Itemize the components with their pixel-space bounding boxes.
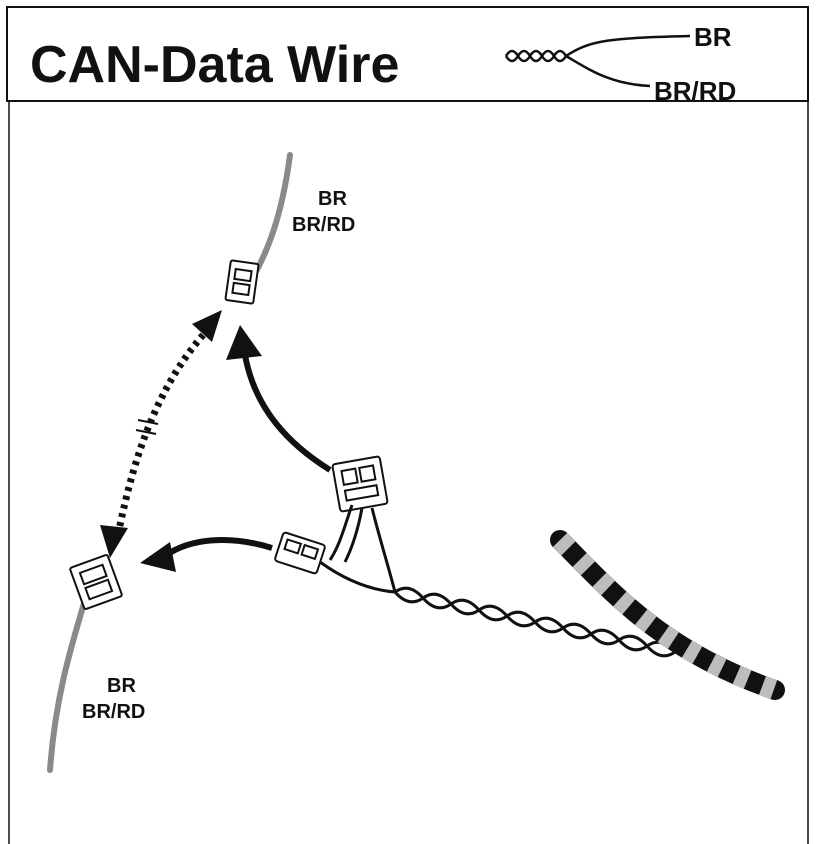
lower-connector <box>69 554 123 610</box>
upper-connector <box>224 259 260 305</box>
lower-harness-label-brrd: BR/RD <box>82 701 145 723</box>
upper-harness-label-br: BR <box>318 188 347 210</box>
arrow-to-upper-connector <box>242 354 332 473</box>
new-connector-upper <box>331 455 389 513</box>
twisted-pair-icon <box>504 34 691 88</box>
wrapped-harness-spiral <box>552 532 779 700</box>
lower-harness-wire <box>47 597 88 773</box>
header-wire-label-br: BR <box>694 22 732 52</box>
header-box <box>6 6 809 102</box>
dotted-arrow-head-bottom <box>100 525 128 558</box>
header-wire-label-brrd: BR/RD <box>654 76 736 106</box>
arrow-to-lower-connector-head <box>140 542 176 572</box>
twisted-pair <box>393 586 677 658</box>
arrow-to-lower-connector <box>163 537 273 559</box>
new-connector-lower <box>274 531 326 575</box>
dotted-arrow-head-top <box>192 310 222 342</box>
dotted-arrow <box>114 322 215 536</box>
page-title: CAN-Data Wire <box>30 36 399 94</box>
body-frame <box>8 101 809 844</box>
arrow-to-upper-connector-head <box>226 325 262 360</box>
pigtail-wires <box>319 504 397 594</box>
break-mark <box>135 419 159 435</box>
lower-harness-label-br: BR <box>107 675 136 697</box>
upper-harness-label-brrd: BR/RD <box>292 214 355 236</box>
